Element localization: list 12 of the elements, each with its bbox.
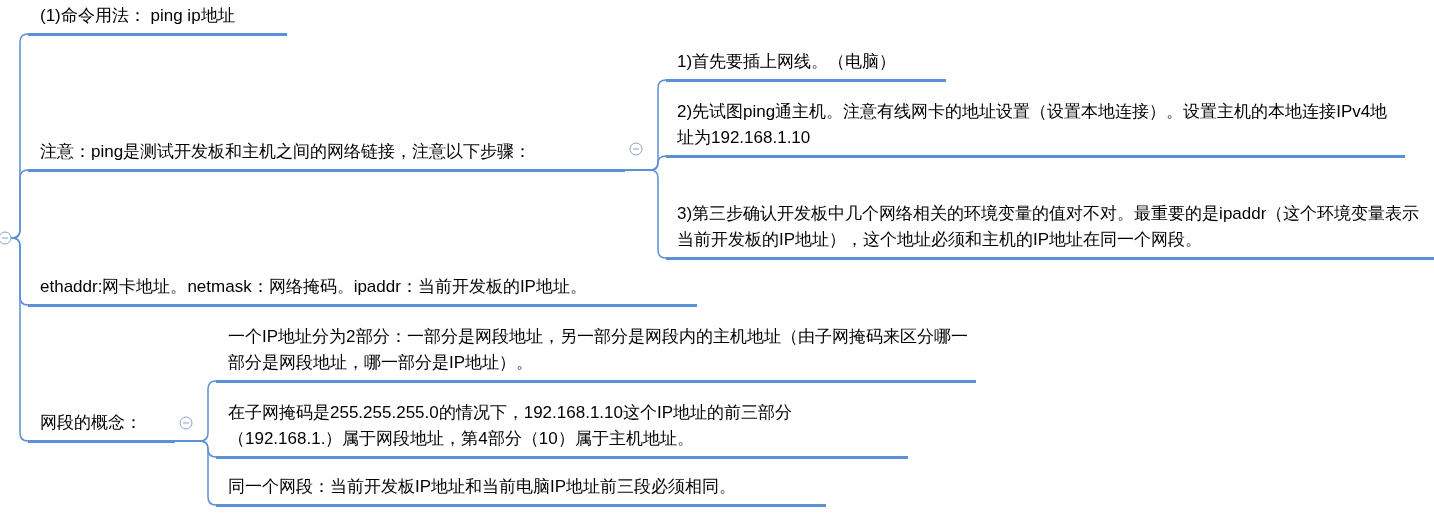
branch-line <box>624 169 667 259</box>
topic-item: 网段的概念： <box>28 409 175 443</box>
topic-item: 注意：ping是测试开发板和主机之间的网络链接，注意以下步骤： <box>28 138 625 172</box>
branch-line <box>174 440 217 506</box>
topic-item: 一个IP地址分为2部分：一部分是网段地址，另一部分是网段内的主机地址（由子网掩码来区分哪一部分是网段地址，哪一部分是IP地址）。 <box>216 323 976 383</box>
topic-item: ethaddr:网卡地址。netmask：网络掩码。ipaddr：当前开发板的IP地址。 <box>28 273 697 307</box>
topic-item: 2)先试图ping通主机。注意有线网卡的地址设置（设置本地连接）。设置主机的本地连接IPv4地址为192.168.1.10 <box>666 98 1405 158</box>
topic-item: (1)命令用法： ping ip地址 <box>28 2 287 36</box>
topic-item: 1)首先要插上网线。（电脑） <box>666 48 946 82</box>
topic-item: 3)第三步确认开发板中几个网络相关的环境变量的值对不对。最重要的是ipaddr（这个环境变量表示当前开发板的IP地址），这个地址必须和主机的IP地址在同一个网段。 <box>666 200 1434 260</box>
topic-item: 在子网掩码是255.255.255.0的情况下，192.168.1.10这个IP地址的前三部分（192.168.1.）属于网段地址，第4部分（10）属于主机地址。 <box>216 399 908 459</box>
topic-item: 同一个网段：当前开发板IP地址和当前电脑IP地址前三段必须相同。 <box>216 473 826 507</box>
